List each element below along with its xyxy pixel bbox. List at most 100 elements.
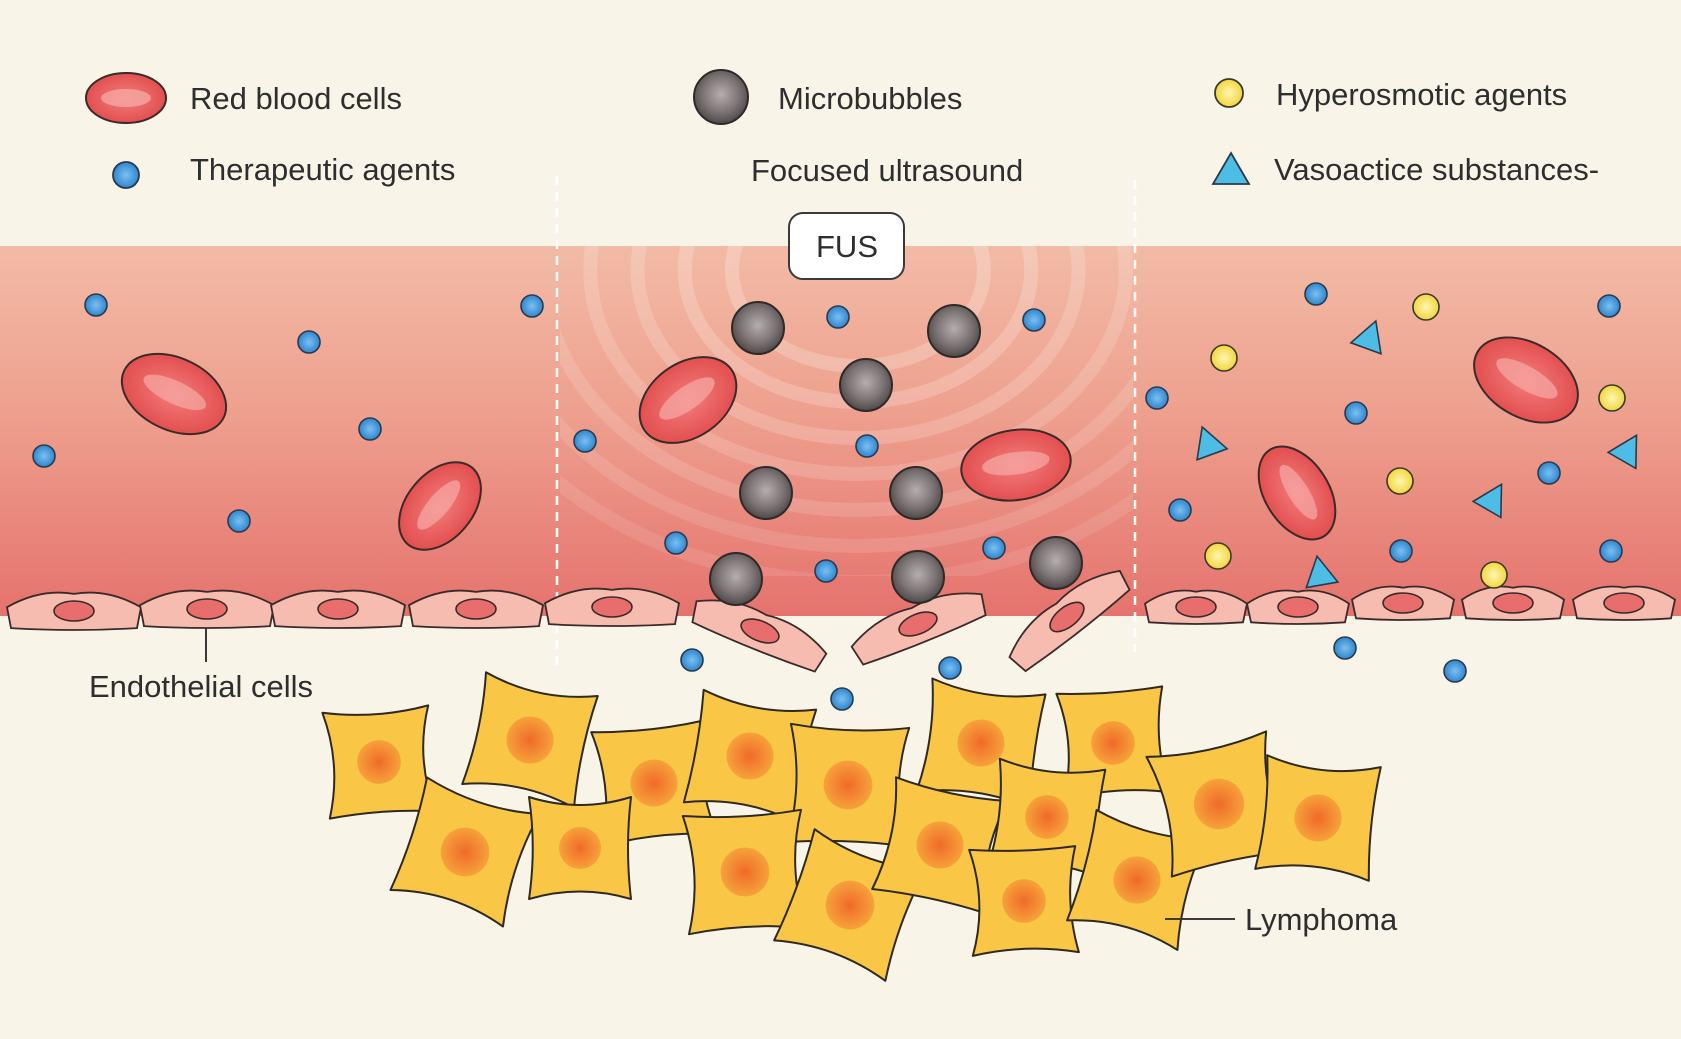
endothelial-cell [543, 587, 681, 627]
ultrasound-wave [583, 246, 1133, 481]
endothelial-cell [1143, 589, 1249, 625]
endothelial-cell [1460, 585, 1566, 621]
therapeutic-agent [814, 559, 838, 583]
legend-label-focused-ultrasound: Focused ultrasound [751, 153, 1023, 188]
legend: Red blood cells Therapeutic agents Micro… [85, 69, 1599, 189]
red-blood-cell [1473, 336, 1579, 424]
vasoactive-substance [1471, 482, 1503, 519]
vasoactive-substance [1196, 425, 1229, 461]
endothelial-layer [5, 569, 1677, 673]
lymphoma-nucleus [506, 716, 554, 764]
lymphoma-cell [1055, 685, 1171, 801]
endothelial-nucleus [1382, 592, 1424, 614]
endothelial-cell [407, 589, 545, 629]
legend-label-hyperosmotic-agents: Hyperosmotic agents [1276, 77, 1567, 112]
hyperosmotic-agent [1598, 384, 1626, 412]
lymphoma-nucleus [1113, 856, 1161, 904]
lymphoma-nucleus [559, 827, 601, 869]
therapeutic-agent [84, 293, 108, 317]
vasoactive-triangle-icon [1211, 151, 1251, 185]
therapeutic-agent [1168, 498, 1192, 522]
lymphoma-cell [681, 808, 809, 936]
endothelial-cell [1571, 585, 1677, 621]
ultrasound-wave [560, 328, 1133, 517]
therapeutic-agent [982, 536, 1006, 560]
microbubbles-group [709, 301, 1083, 606]
hyperosmotic-agent [1210, 344, 1238, 372]
legend-label-therapeutic-agents: Therapeutic agents [190, 152, 455, 187]
therapeutic-agent [1022, 308, 1046, 332]
endothelial-nucleus [455, 598, 497, 620]
lymphoma-nucleus [1091, 721, 1135, 765]
endothelial-cell [1008, 569, 1131, 673]
lymphoma-cell [461, 671, 599, 809]
endothelial-nucleus [1175, 596, 1217, 618]
red-blood-cell [398, 461, 482, 551]
endothelial-cell [1350, 585, 1456, 621]
hyperosmotic-agent [1386, 467, 1414, 495]
lymphoma-cell [389, 776, 541, 928]
endothelial-nucleus [740, 618, 780, 644]
legend-label-red-blood-cells: Red blood cells [190, 81, 402, 116]
lymphoma-nucleus [825, 880, 875, 930]
endothelial-cells-label: Endothelial cells [89, 669, 313, 704]
therapeutic-agent [32, 444, 56, 468]
lymphoma-cell [871, 776, 1009, 914]
therapeutic-agent [573, 429, 597, 453]
therapeutic-agent [680, 648, 704, 672]
vasoactive-substances-group [1196, 319, 1638, 589]
therapeutic-agent [358, 417, 382, 441]
therapeutic-agent [1599, 539, 1623, 563]
lymphoma-cell [528, 796, 632, 900]
endothelial-cell [138, 589, 276, 629]
therapeutic-agent-icon [112, 161, 140, 189]
hyperosmotic-agent [1204, 542, 1232, 570]
legend-label-vasoactive-substances: Vasoactice substances- [1274, 152, 1599, 187]
ultrasound-wave [630, 246, 1086, 445]
legend-label-microbubbles: Microbubbles [778, 81, 962, 116]
red-blood-cell [638, 356, 738, 444]
microbubble [839, 358, 893, 412]
microbubble [1029, 536, 1083, 590]
lymphoma-nucleus [1193, 778, 1245, 830]
hyperosmotic-agent [1412, 293, 1440, 321]
therapeutic-agent [938, 656, 962, 680]
fus-label-box: FUS [788, 212, 905, 280]
microbubble [739, 466, 793, 520]
therapeutic-agents-group [32, 282, 1623, 711]
lymphoma-cell [682, 688, 818, 824]
lymphoma-nucleus [720, 847, 770, 897]
lymphoma-nucleus [357, 740, 401, 784]
lymphoma-label: Lymphoma [1245, 902, 1398, 937]
vasoactive-substance [1606, 433, 1638, 470]
red-blood-cell [960, 428, 1072, 502]
microbubble [927, 304, 981, 358]
lymphoma-nucleus [957, 719, 1005, 767]
therapeutic-agent [520, 294, 544, 318]
endothelial-nucleus [186, 598, 228, 620]
lymphoma-cell [968, 845, 1080, 957]
endothelial-nucleus [53, 600, 95, 622]
microbubble [891, 550, 945, 604]
lymphoma-nucleus [1294, 794, 1342, 842]
therapeutic-agent [1537, 461, 1561, 485]
endothelial-cell [5, 591, 143, 631]
microbubble [709, 552, 763, 606]
microbubble [731, 301, 785, 355]
therapeutic-agent [297, 330, 321, 354]
therapeutic-agent [1389, 539, 1413, 563]
red-blood-cell [1257, 445, 1337, 541]
lymphoma-nucleus [726, 732, 774, 780]
lymphoma-nucleus [630, 759, 678, 807]
vasoactive-substance [1349, 319, 1382, 355]
endothelial-cell [850, 592, 987, 666]
legend-microbubbles: Microbubbles [693, 69, 962, 125]
endothelial-cell [269, 589, 407, 629]
endothelial-nucleus [1277, 596, 1319, 618]
therapeutic-agent [664, 531, 688, 555]
microbubble-icon [693, 69, 749, 125]
therapeutic-agent [1333, 636, 1357, 660]
vasoactive-substance [1305, 554, 1340, 589]
